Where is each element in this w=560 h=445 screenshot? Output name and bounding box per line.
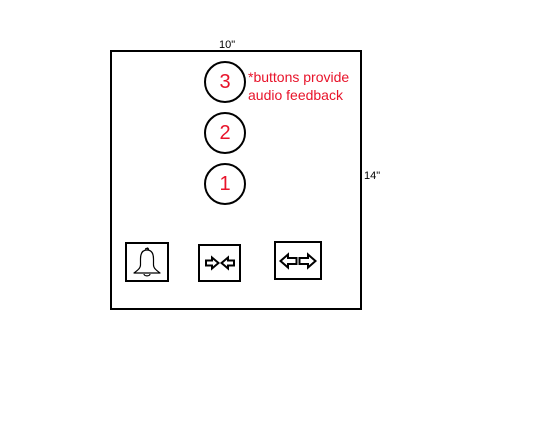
floor-2-button[interactable]: 2: [204, 112, 246, 154]
door-open-button[interactable]: [274, 241, 322, 280]
floor-3-label: 3: [219, 70, 231, 93]
door-open-arrows-icon: [278, 251, 318, 270]
floor-1-button[interactable]: 1: [204, 163, 246, 205]
floor-1-label: 1: [219, 172, 231, 195]
width-dimension-label: 10": [219, 39, 236, 51]
door-close-button[interactable]: [198, 244, 241, 282]
height-dimension-label: 14": [364, 170, 381, 182]
door-close-arrows-icon: [204, 255, 236, 271]
floor-3-button[interactable]: 3: [204, 61, 246, 103]
bell-icon: [129, 245, 165, 279]
elevator-control-panel: 3 2 1 *buttons provide audio feedback: [110, 50, 362, 310]
note-line-2: audio feedback: [248, 87, 343, 103]
audio-feedback-note: *buttons provide audio feedback: [248, 68, 349, 104]
floor-2-label: 2: [219, 121, 231, 144]
note-line-1: *buttons provide: [248, 69, 350, 85]
alarm-button[interactable]: [125, 242, 169, 282]
